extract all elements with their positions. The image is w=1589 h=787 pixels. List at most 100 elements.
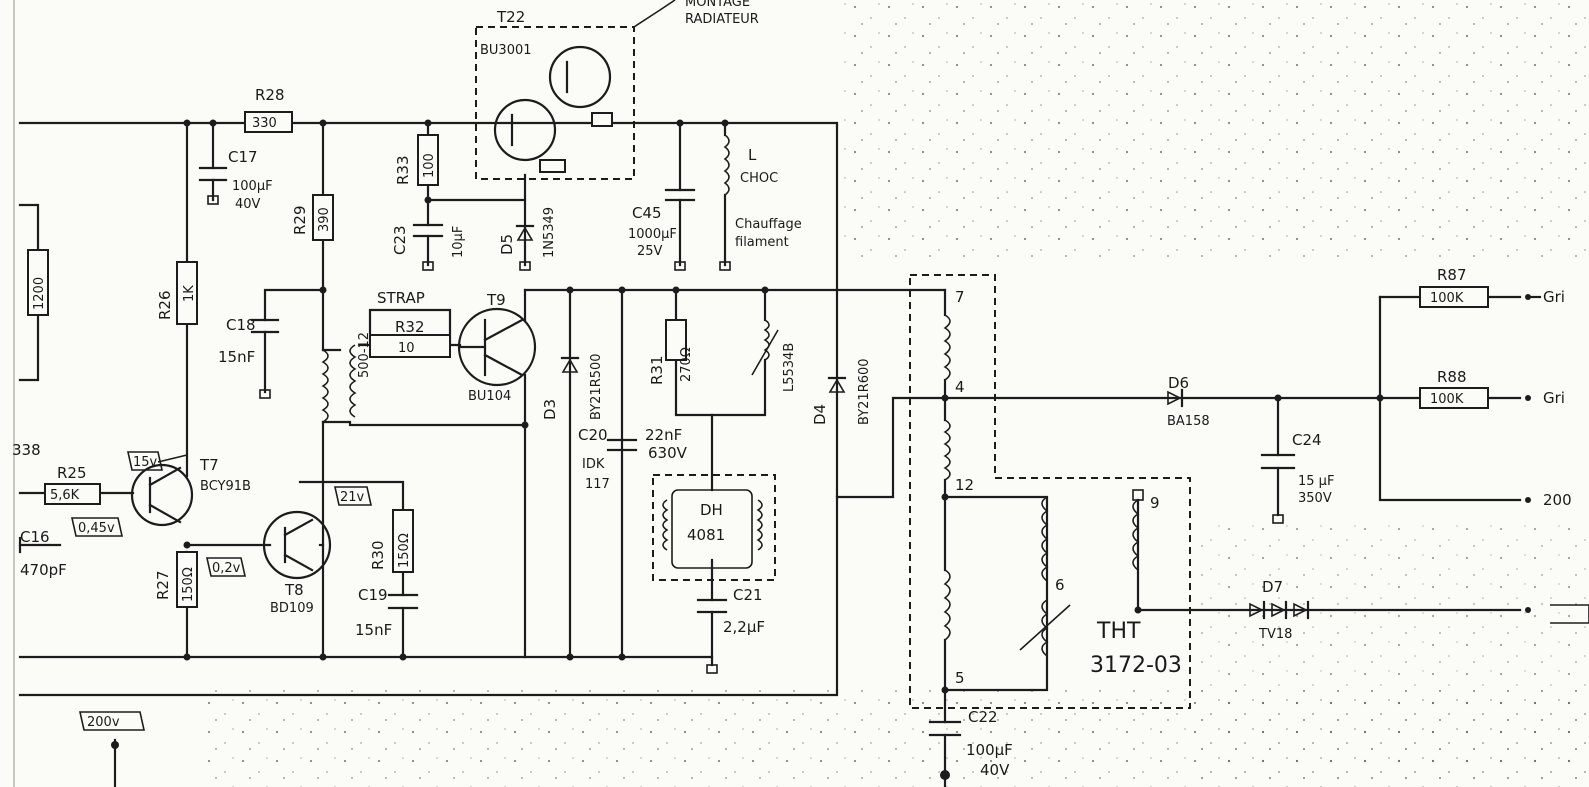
- label-r32: R32: [395, 318, 425, 336]
- label-r26: R26: [156, 290, 174, 320]
- label-c45: C45: [632, 204, 662, 222]
- label-d6: D6: [1168, 374, 1189, 392]
- label-r28: R28: [255, 86, 285, 104]
- wiring: [18, 121, 1542, 787]
- label-dh-2: 4081: [687, 526, 725, 544]
- coils: [321, 134, 1140, 657]
- ground-symbols: [207, 195, 1284, 674]
- heatsink-pointer: [633, 0, 676, 28]
- label-c20-t2: 117: [585, 477, 610, 492]
- label-c20-val: 22nF: [645, 426, 682, 444]
- label-21v: 21v: [340, 490, 365, 505]
- label-c24-v: 350V: [1298, 491, 1332, 506]
- label-d4: D4: [811, 404, 829, 425]
- label-l-choc-2: CHOC: [740, 171, 778, 186]
- label-0-2v: 0,2v: [212, 561, 241, 576]
- label-d6-type: BA158: [1167, 414, 1210, 429]
- label-c16-val: 470pF: [20, 561, 67, 579]
- label-t8-type: BD109: [270, 601, 314, 616]
- label-c19: C19: [358, 586, 388, 604]
- label-t22: T22: [496, 8, 525, 26]
- label-r27: R27: [154, 570, 172, 600]
- label-r25: R25: [57, 464, 87, 482]
- label-d5: D5: [498, 234, 516, 255]
- dh-module-box: [652, 474, 776, 581]
- label-c24: C24: [1292, 431, 1322, 449]
- label-d5-type: 1N5349: [542, 207, 557, 258]
- label-heatsink-1: MONTAGE: [685, 0, 750, 10]
- label-grid-2: Gri: [1543, 389, 1565, 407]
- label-pin6: 6: [1055, 576, 1065, 594]
- label-r30: R30: [369, 540, 387, 570]
- label-t22-type: BU3001: [480, 43, 532, 58]
- voltage-flags: [71, 451, 1589, 731]
- label-c21-val: 2,2µF: [723, 618, 765, 636]
- label-dh-1: DH: [700, 501, 723, 519]
- label-t7-type: BCY91B: [200, 479, 251, 494]
- label-driver-tr: 500-12: [357, 332, 372, 378]
- label-r31: R31: [648, 355, 666, 385]
- label-r32-val: 10: [398, 341, 415, 356]
- capacitors: [18, 166, 1296, 737]
- label-c23-val: 10µF: [451, 226, 466, 258]
- scan-noise-right-lower: [1200, 520, 1589, 787]
- t22-heatsink-box: [475, 26, 635, 180]
- label-r33: R33: [394, 155, 412, 185]
- label-r28-val: 330: [252, 116, 277, 131]
- label-c22-val: 100µF: [966, 741, 1013, 759]
- label-t7: T7: [199, 456, 219, 474]
- label-c20-v: 630V: [648, 444, 688, 462]
- label-t9: T9: [486, 291, 506, 309]
- label-d3: D3: [541, 399, 559, 420]
- label-c17: C17: [228, 148, 258, 166]
- label-r27-val: 150Ω: [181, 567, 196, 602]
- label-grid-1: Gri: [1543, 288, 1565, 306]
- label-c45-val: 1000µF: [628, 227, 677, 242]
- label-heatsink-2: RADIATEUR: [685, 12, 759, 27]
- label-r25-val: 5,6K: [50, 488, 80, 503]
- label-r87: R87: [1437, 266, 1467, 284]
- label-r33-val: 100: [422, 153, 437, 178]
- label-r87-val: 100K: [1430, 291, 1464, 306]
- label-pin4: 4: [955, 378, 965, 396]
- label-c21: C21: [733, 586, 763, 604]
- label-d4-type: BY21R600: [857, 358, 872, 425]
- label-t8: T8: [284, 581, 304, 599]
- label-c17-val: 100µF: [232, 179, 273, 194]
- label-c24-val: 15 µF: [1298, 474, 1334, 489]
- label-t9-type: BU104: [468, 389, 511, 404]
- label-15v: 15v: [133, 455, 158, 470]
- label-r26-val: 1K: [182, 285, 197, 302]
- label-c20: C20: [578, 426, 608, 444]
- component-labels: T22 BU3001 MONTAGE RADIATEUR R28 330 R33…: [12, 0, 1572, 779]
- junctions: [111, 119, 1531, 780]
- label-tht-1: THT: [1096, 619, 1141, 644]
- label-r30-val: 150Ω: [397, 533, 412, 568]
- label-r29: R29: [291, 205, 309, 235]
- tht-enclosure: [909, 274, 1191, 709]
- transistors: [130, 45, 612, 580]
- label-c18-val: 15nF: [218, 348, 255, 366]
- label-0-45v: 0,45v: [78, 521, 115, 536]
- label-c22: C22: [968, 708, 998, 726]
- resistors: [27, 111, 1489, 608]
- label-left-res: 1200: [32, 277, 47, 310]
- label-c20-t1: IDK: [582, 457, 605, 472]
- label-c18: C18: [226, 316, 256, 334]
- diodes: [515, 224, 1310, 620]
- label-r31-val: 270Ω: [679, 347, 694, 382]
- label-d7: D7: [1262, 578, 1283, 596]
- label-r88: R88: [1437, 368, 1467, 386]
- label-pin9: 9: [1150, 494, 1160, 512]
- label-pin7: 7: [955, 288, 965, 306]
- label-r88-val: 100K: [1430, 392, 1464, 407]
- label-r29-val: 390: [317, 207, 332, 232]
- label-tht-2: 3172-03: [1090, 653, 1182, 678]
- label-d7-type: TV18: [1258, 627, 1292, 642]
- label-200: 200: [1543, 491, 1572, 509]
- label-filament-1: Chauffage: [735, 217, 802, 232]
- label-c16: C16: [20, 528, 50, 546]
- label-338: 338: [12, 441, 41, 459]
- label-d3-type: BY21R500: [589, 353, 604, 420]
